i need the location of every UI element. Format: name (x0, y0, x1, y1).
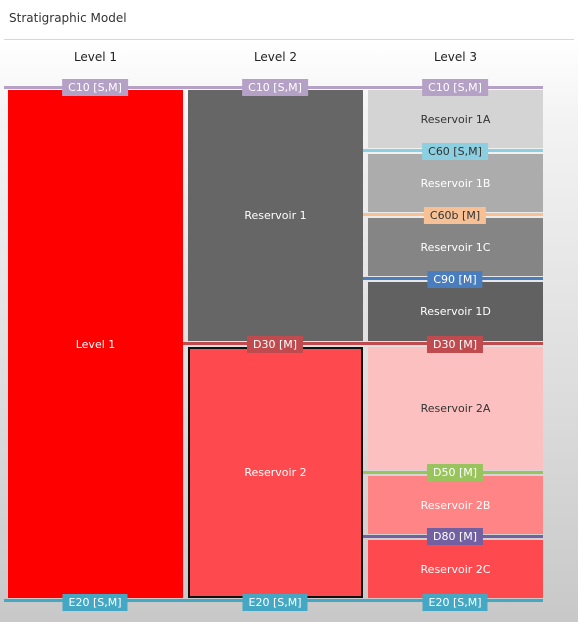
horizon-line-d30 (183, 342, 543, 345)
horizon-tag-e20-level-3[interactable]: E20 [S,M] (422, 594, 488, 611)
column-header-level-1: Level 1 (73, 50, 118, 64)
horizon-tag-c60b[interactable]: C60b [M] (423, 207, 487, 224)
column-header-level-2: Level 2 (253, 50, 298, 64)
horizon-tag-d30-level-3[interactable]: D30 [M] (426, 336, 484, 353)
block-reservoir-1[interactable]: Reservoir 1 (188, 90, 363, 341)
block-reservoir-2b[interactable]: Reservoir 2B (368, 476, 543, 534)
block-reservoir-1b[interactable]: Reservoir 1B (368, 154, 543, 212)
horizon-tag-d50[interactable]: D50 [M] (426, 464, 484, 481)
block-reservoir-1d[interactable]: Reservoir 1D (368, 282, 543, 341)
horizon-tag-c10-level-3[interactable]: C10 [S,M] (422, 79, 488, 96)
title-divider (4, 39, 574, 40)
horizon-tag-c90[interactable]: C90 [M] (427, 271, 483, 288)
window-title: Stratigraphic Model (9, 11, 127, 25)
horizon-tag-c10-level-1[interactable]: C10 [S,M] (62, 79, 128, 96)
horizon-tag-e20-level-1[interactable]: E20 [S,M] (62, 594, 128, 611)
column-header-level-3: Level 3 (433, 50, 478, 64)
block-reservoir-2[interactable]: Reservoir 2 (188, 347, 363, 598)
block-reservoir-2c[interactable]: Reservoir 2C (368, 540, 543, 598)
horizon-tag-d80[interactable]: D80 [M] (426, 528, 484, 545)
horizon-tag-e20-level-2[interactable]: E20 [S,M] (242, 594, 308, 611)
horizon-tag-c60[interactable]: C60 [S,M] (422, 143, 488, 160)
block-reservoir-1c[interactable]: Reservoir 1C (368, 218, 543, 276)
block-reservoir-1a[interactable]: Reservoir 1A (368, 90, 543, 148)
block-level-1[interactable]: Level 1 (8, 90, 183, 598)
horizon-tag-d30-level-2[interactable]: D30 [M] (246, 336, 304, 353)
horizon-tag-c10-level-2[interactable]: C10 [S,M] (242, 79, 308, 96)
block-reservoir-2a[interactable]: Reservoir 2A (368, 347, 543, 470)
